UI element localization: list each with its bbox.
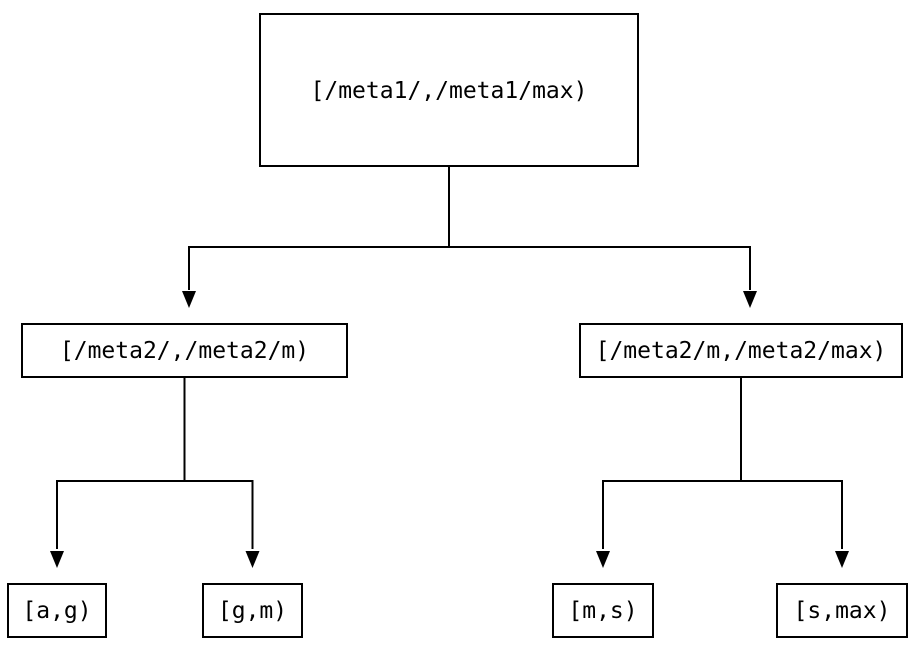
edge-root-children — [182, 167, 757, 308]
node-leaf-a-g-label: [a,g) — [22, 598, 91, 624]
node-leaf-m-s: [m,s) — [552, 583, 654, 638]
node-leaf-g-m-label: [g,m) — [218, 598, 287, 624]
edge-meta2-high-children — [596, 377, 849, 568]
arrowhead-down-icon — [182, 291, 196, 308]
node-leaf-m-s-label: [m,s) — [568, 598, 637, 624]
arrowhead-down-icon — [245, 551, 260, 568]
node-leaf-g-m: [g,m) — [202, 583, 303, 638]
edge-meta2-low-children — [50, 377, 260, 568]
node-leaf-s-max-box — [776, 583, 908, 638]
arrowhead-down-icon — [50, 551, 64, 568]
node-meta2-low-label: [/meta2/,/meta2/m) — [60, 338, 309, 364]
arrowhead-down-icon — [835, 551, 849, 568]
node-leaf-s-max-label: [s,max) — [794, 598, 891, 624]
node-leaf-a-g: [a,g) — [7, 583, 107, 638]
node-leaf-s-max: [s,max) — [776, 583, 908, 638]
node-meta2-low: [/meta2/,/meta2/m) — [21, 323, 348, 378]
node-root-box — [259, 13, 639, 167]
node-meta2-high: [/meta2/m,/meta2/max) — [579, 323, 903, 378]
arrowhead-down-icon — [596, 551, 610, 568]
node-meta2-high-box — [579, 323, 903, 378]
node-leaf-m-s-box — [552, 583, 654, 638]
node-meta2-low-box — [21, 323, 348, 378]
arrowhead-down-icon — [743, 291, 757, 308]
node-leaf-a-g-box — [7, 583, 107, 638]
node-meta2-high-label: [/meta2/m,/meta2/max) — [596, 338, 887, 364]
node-leaf-g-m-box — [202, 583, 303, 638]
node-root: [/meta1/,/meta1/max) — [259, 13, 639, 167]
node-root-label: [/meta1/,/meta1/max) — [311, 78, 588, 104]
